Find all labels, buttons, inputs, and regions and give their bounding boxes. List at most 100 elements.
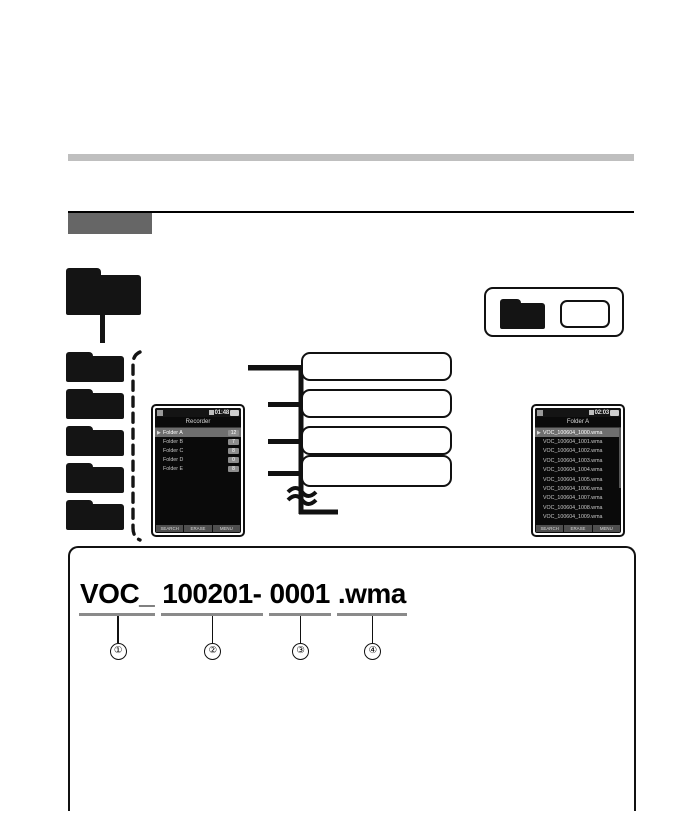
file-list-item[interactable]: VOC_100604_1006.wma (535, 484, 621, 493)
softkey-menu[interactable]: MENU (592, 525, 620, 532)
mode-icon (537, 409, 543, 416)
file-list-item[interactable]: VOC_100604_1007.wma (535, 494, 621, 503)
branch-stub-2 (268, 402, 303, 407)
filename-breakdown: VOC_100201-0001.wma (79, 578, 407, 616)
callout-number-3: ③ (292, 643, 310, 660)
status-bar: 02:03 (535, 408, 621, 417)
file-name: VOC_100604_1003.wma (543, 457, 603, 464)
subfolder-icon (66, 463, 124, 493)
file-list-item[interactable]: ▶VOC_100604_1000.wma (535, 428, 621, 438)
softkey-erase[interactable]: ERASE (564, 525, 592, 532)
folder-list-item[interactable]: ▶Folder A 12 (155, 428, 241, 437)
top-rule (68, 154, 634, 161)
folder-name: Folder D (163, 456, 184, 463)
status-bar: 01:48 (155, 408, 241, 417)
file-name: VOC_100604_1007.wma (543, 495, 603, 502)
file-list-item[interactable]: VOC_100604_1003.wma (535, 456, 621, 465)
callout-leader-3 (299, 616, 302, 643)
file-count-badge: 7 (228, 438, 239, 445)
play-marker-icon: ▶ (157, 429, 161, 436)
filename-segment-4: .wma (337, 578, 407, 609)
section-tab (68, 213, 152, 234)
battery-icon (610, 409, 619, 416)
section-rule (68, 211, 634, 213)
root-folder-icon (66, 268, 141, 315)
file-name: VOC_100604_1008.wma (543, 504, 603, 511)
file-list-item[interactable]: VOC_100604_1004.wma (535, 466, 621, 475)
softkey-bar[interactable]: SEARCH ERASE MENU (535, 524, 621, 533)
filename-segment-3: 0001 (269, 578, 331, 609)
filename-explanation-panel (68, 546, 636, 811)
folder-list-item[interactable]: Folder B 7 (155, 437, 241, 446)
callout-number-2: ② (204, 643, 222, 660)
callout-leader-2 (211, 616, 214, 643)
legend-folder-icon (500, 299, 545, 329)
branch-box-1[interactable] (301, 352, 452, 381)
mode-icon (157, 409, 163, 416)
callout-leader-4 (371, 616, 374, 643)
file-name: VOC_100604_1004.wma (543, 467, 603, 474)
file-name: VOC_100604_1002.wma (543, 448, 603, 455)
branch-stub-3 (268, 439, 303, 444)
branch-stub-4 (268, 471, 303, 476)
clock-label: 01:48 (214, 409, 230, 416)
filename-segment-1: VOC_ (80, 578, 155, 609)
file-count-badge: 12 (228, 429, 239, 436)
clock-label: 02:03 (594, 409, 610, 416)
subfolder-icon (66, 352, 124, 382)
play-marker-icon: ▶ (537, 429, 541, 436)
segment-underline-3 (268, 613, 331, 616)
folder-name: Folder A (163, 429, 183, 436)
file-list-item[interactable]: VOC_100604_1001.wma (535, 437, 621, 446)
file-list-item[interactable]: VOC_100604_1005.wma (535, 475, 621, 484)
branch-box-3[interactable] (301, 426, 452, 455)
softkey-erase[interactable]: ERASE (184, 525, 212, 532)
speaker-icon (588, 410, 594, 415)
file-name: VOC_100604_1005.wma (543, 476, 603, 483)
segment-underline-2 (161, 613, 263, 616)
subfolder-icon (66, 389, 124, 419)
scrollbar[interactable] (619, 428, 621, 488)
file-name: VOC_100604_1000.wma (543, 429, 603, 436)
file-list-item[interactable]: VOC_100604_1008.wma (535, 503, 621, 512)
callout-number-1: ① (109, 643, 127, 660)
softkey-search[interactable]: SEARCH (156, 525, 184, 532)
subfolder-column (66, 352, 128, 538)
segment-underline-4 (336, 613, 407, 616)
folder-list-item[interactable]: Folder C 8 (155, 446, 241, 455)
softkey-search[interactable]: SEARCH (536, 525, 564, 532)
screen-title: Recorder (155, 417, 241, 428)
legend-box (484, 287, 624, 337)
screen-title: Folder A (535, 417, 621, 428)
file-name: VOC_100604_1006.wma (543, 486, 603, 493)
callout-number-4: ④ (364, 643, 382, 660)
branch-box-2[interactable] (301, 389, 452, 418)
subfolder-icon (66, 500, 124, 530)
file-name: VOC_100604_1009.wma (543, 514, 603, 521)
file-list-item[interactable]: VOC_100604_1009.wma (535, 513, 621, 522)
folder-name: Folder C (163, 447, 184, 454)
battery-icon (230, 409, 239, 416)
branch-box-4[interactable] (301, 455, 452, 487)
folder-name: Folder B (163, 438, 184, 445)
dashed-brace (131, 350, 142, 542)
filename-segment-2: 100201- (162, 578, 262, 609)
file-name: VOC_100604_1001.wma (543, 439, 603, 446)
file-list-item[interactable]: VOC_100604_1002.wma (535, 447, 621, 456)
subfolder-icon (66, 426, 124, 456)
folder-name: Folder E (163, 465, 184, 472)
speaker-icon (208, 410, 214, 415)
root-connector-stem (100, 313, 105, 343)
softkey-menu[interactable]: MENU (212, 525, 240, 532)
file-count-badge: 8 (228, 447, 239, 454)
file-count-badge: 0 (228, 456, 239, 463)
softkey-bar[interactable]: SEARCH ERASE MENU (155, 524, 241, 533)
folder-list-item[interactable]: Folder D 0 (155, 455, 241, 464)
branch-stub-1 (248, 365, 303, 370)
